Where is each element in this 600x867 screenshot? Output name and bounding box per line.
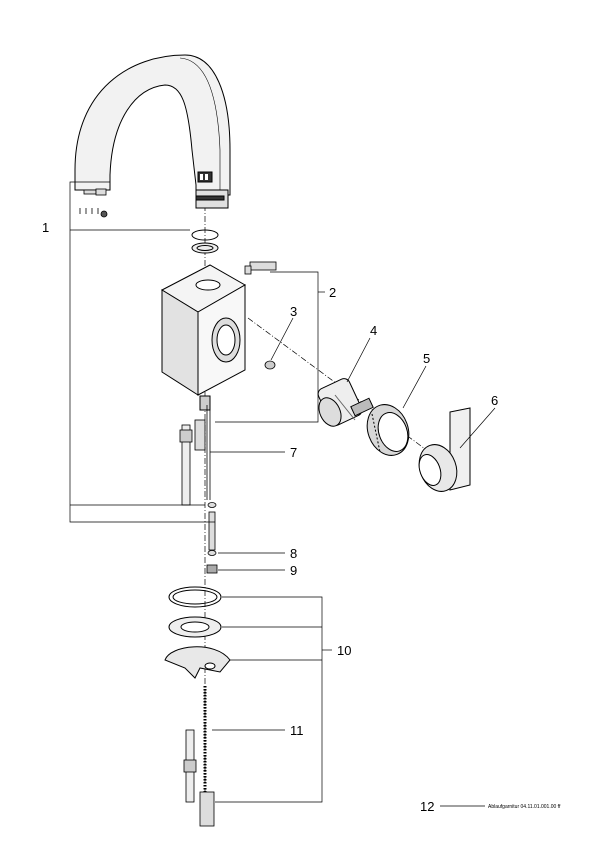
callout-4: 4 [370, 323, 377, 338]
callout-10: 10 [337, 643, 351, 658]
o-rings-top [191, 229, 219, 254]
callout-9: 9 [290, 563, 297, 578]
mounting-set-10 [164, 586, 231, 679]
callout-12: 12 [420, 799, 434, 814]
pin-part-2 [244, 261, 277, 275]
part-12-note: Ablaufgarnitur 04.11.01.001.00 ff [488, 804, 561, 810]
small-screw-3 [264, 360, 276, 370]
callout-8: 8 [290, 546, 297, 561]
callout-7: 7 [290, 445, 297, 460]
callout-6: 6 [491, 393, 498, 408]
callout-2: 2 [329, 285, 336, 300]
hose-assembly-7 [179, 405, 211, 506]
cartridge-4 [317, 378, 374, 427]
callout-1: 1 [42, 220, 49, 235]
callout-3: 3 [290, 304, 297, 319]
spout [74, 54, 231, 209]
callout-labels: 1 2 3 4 5 6 7 8 9 10 11 12 Ablaufgarnitu… [42, 220, 561, 814]
callout-5: 5 [423, 351, 430, 366]
callout-11: 11 [290, 723, 304, 738]
handle-6 [418, 407, 471, 492]
leader-lines [69, 181, 496, 807]
screw-set [79, 188, 108, 218]
flex-hoses-11 [183, 686, 215, 827]
threaded-parts-8-9 [206, 502, 218, 574]
ring-nut-5 [366, 404, 410, 456]
mixer-body [160, 264, 247, 411]
